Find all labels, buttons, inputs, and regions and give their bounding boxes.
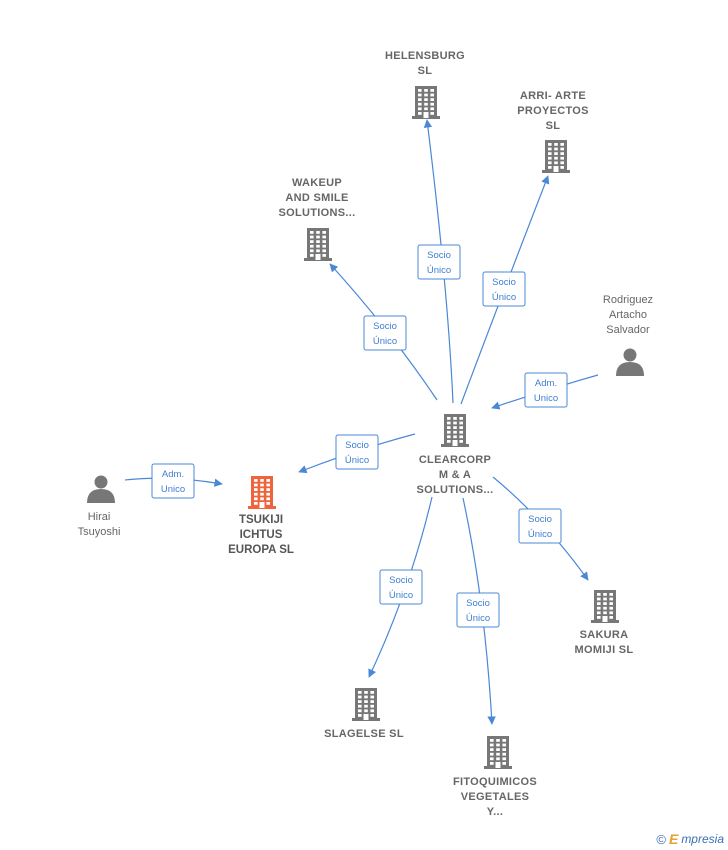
node-label: ICHTUS xyxy=(240,529,283,541)
node-label: Y... xyxy=(487,806,504,818)
building-icon xyxy=(412,86,440,119)
node-label: SOLUTIONS... xyxy=(279,207,356,219)
node-tsukiji[interactable]: TSUKIJI ICHTUS EUROPA SL xyxy=(228,476,294,556)
node-label: WAKEUP xyxy=(292,177,342,189)
edge-rodriguez-to-clearcorp: Adm. Unico xyxy=(491,372,599,410)
relation-label: Socio xyxy=(492,277,516,288)
relation-label: Socio xyxy=(345,440,369,451)
node-label: ARRI- ARTE xyxy=(520,90,586,102)
node-label: FITOQUIMICOS xyxy=(453,776,537,788)
node-label: Tsuyoshi xyxy=(78,526,121,538)
node-sakura[interactable]: SAKURA MOMIJI SL xyxy=(575,590,634,656)
node-label: AND SMILE xyxy=(285,192,348,204)
node-label: SL xyxy=(418,65,433,77)
relation-label: Socio xyxy=(466,598,490,609)
node-label: Hirai xyxy=(88,511,111,523)
person-icon xyxy=(87,475,115,503)
relation-badge-box xyxy=(518,508,562,544)
node-label: SAKURA xyxy=(580,629,629,641)
relation-label: Socio xyxy=(427,250,451,261)
relation-label: Unico xyxy=(534,393,558,404)
edge-hirai-to-tsukiji: Adm. Unico xyxy=(124,463,223,499)
relation-badge[interactable]: Adm. Unico xyxy=(524,372,568,408)
relation-label: Único xyxy=(373,336,397,347)
node-label: SL xyxy=(546,120,561,132)
relation-badge-box xyxy=(524,372,568,408)
node-label: MOMIJI SL xyxy=(575,644,634,656)
relation-badge[interactable]: Adm. Unico xyxy=(151,463,195,499)
relation-label: Único xyxy=(389,590,413,601)
building-icon xyxy=(591,590,619,623)
relation-label: Socio xyxy=(528,514,552,525)
node-label: Salvador xyxy=(606,324,650,336)
relation-badge-box xyxy=(456,592,500,628)
brand-name: mpresia xyxy=(681,832,724,846)
brand-logo-initial: E xyxy=(668,831,679,847)
building-icon xyxy=(542,140,570,173)
node-label: TSUKIJI xyxy=(239,514,283,526)
node-label: HELENSBURG xyxy=(385,50,465,62)
building-icon xyxy=(441,414,469,447)
relation-badge-box xyxy=(151,463,195,499)
relation-badge-box xyxy=(335,434,379,470)
building-icon xyxy=(352,688,380,721)
node-fitoquimicos[interactable]: FITOQUIMICOS VEGETALES Y... xyxy=(453,736,537,818)
node-wakeup[interactable]: WAKEUP AND SMILE SOLUTIONS... xyxy=(279,177,356,261)
nodes-layer: CLEARCORP M & A SOLUTIONS... TSUKIJI ICHTUS E… xyxy=(78,50,653,818)
node-label: PROYECTOS xyxy=(517,105,589,117)
node-label: Rodriguez xyxy=(603,294,653,306)
relation-label: Único xyxy=(528,529,552,540)
node-label: EUROPA SL xyxy=(228,544,294,556)
node-clearcorp[interactable]: CLEARCORP M & A SOLUTIONS... xyxy=(417,414,494,496)
relation-label: Único xyxy=(345,455,369,466)
relation-badge-box xyxy=(417,244,461,280)
node-label: CLEARCORP xyxy=(419,454,491,466)
relation-label: Adm. xyxy=(162,469,184,480)
node-label: VEGETALES xyxy=(461,791,530,803)
relation-label: Único xyxy=(492,292,516,303)
node-helensburg[interactable]: HELENSBURG SL xyxy=(385,50,465,119)
copyright-icon: © xyxy=(656,831,666,847)
edges-layer: SocioÚnicoSocioÚnicoSocioÚnicoAdm.UnicoS… xyxy=(124,119,599,725)
relation-label: Socio xyxy=(373,321,397,332)
building-icon xyxy=(484,736,512,769)
person-icon xyxy=(616,348,644,376)
node-label: SOLUTIONS... xyxy=(417,484,494,496)
relation-label: Único xyxy=(427,265,451,276)
building-icon xyxy=(304,228,332,261)
relation-label: Socio xyxy=(389,575,413,586)
relation-label: Adm. xyxy=(535,378,557,389)
node-label: M & A xyxy=(439,469,471,481)
relation-badge-box xyxy=(363,315,407,351)
relation-label: Único xyxy=(466,613,490,624)
relation-badge-box xyxy=(379,569,423,605)
node-arri[interactable]: ARRI- ARTE PROYECTOS SL xyxy=(517,90,589,173)
relation-label: Unico xyxy=(161,484,185,495)
node-label: SLAGELSE SL xyxy=(324,728,404,740)
relation-badge-box xyxy=(482,271,526,307)
node-label: Artacho xyxy=(609,309,647,321)
building-icon xyxy=(248,476,276,509)
node-slagelse[interactable]: SLAGELSE SL xyxy=(324,688,404,740)
